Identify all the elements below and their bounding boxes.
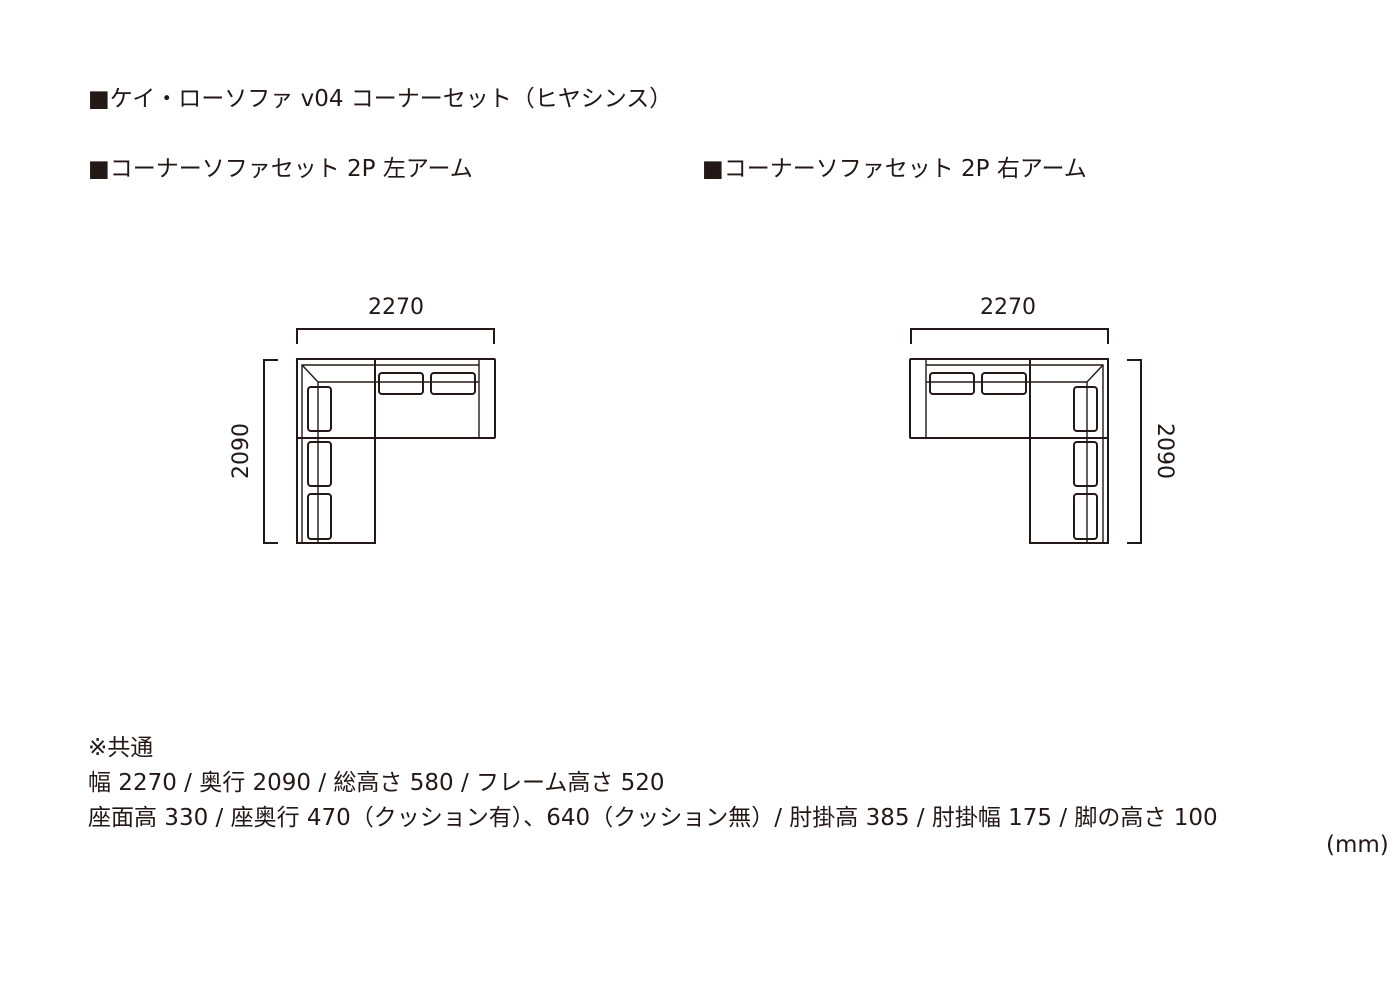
- left-depth-label: 2090: [229, 423, 254, 479]
- right-depth-label: 2090: [1152, 423, 1177, 479]
- common-label: ※共通: [88, 735, 154, 761]
- right-arm-sofa-drawing: [909, 328, 1142, 544]
- left-width-label: 2270: [368, 295, 424, 320]
- spec-line-2: 座面高 330 / 座奥行 470（クッション有）、640（クッション無）/ 肘…: [88, 805, 1218, 831]
- right-width-label: 2270: [980, 295, 1036, 320]
- right-arm-heading: ■コーナーソファセット 2P 右アーム: [702, 156, 1087, 182]
- unit-label: (mm): [1326, 832, 1389, 858]
- left-arm-heading: ■コーナーソファセット 2P 左アーム: [88, 156, 473, 182]
- spec-line-1: 幅 2270 / 奥行 2090 / 総高さ 580 / フレーム高さ 520: [88, 770, 665, 796]
- page-title: ■ケイ・ローソファ v04 コーナーセット（ヒヤシンス）: [88, 86, 673, 112]
- left-arm-sofa-drawing: [263, 328, 496, 544]
